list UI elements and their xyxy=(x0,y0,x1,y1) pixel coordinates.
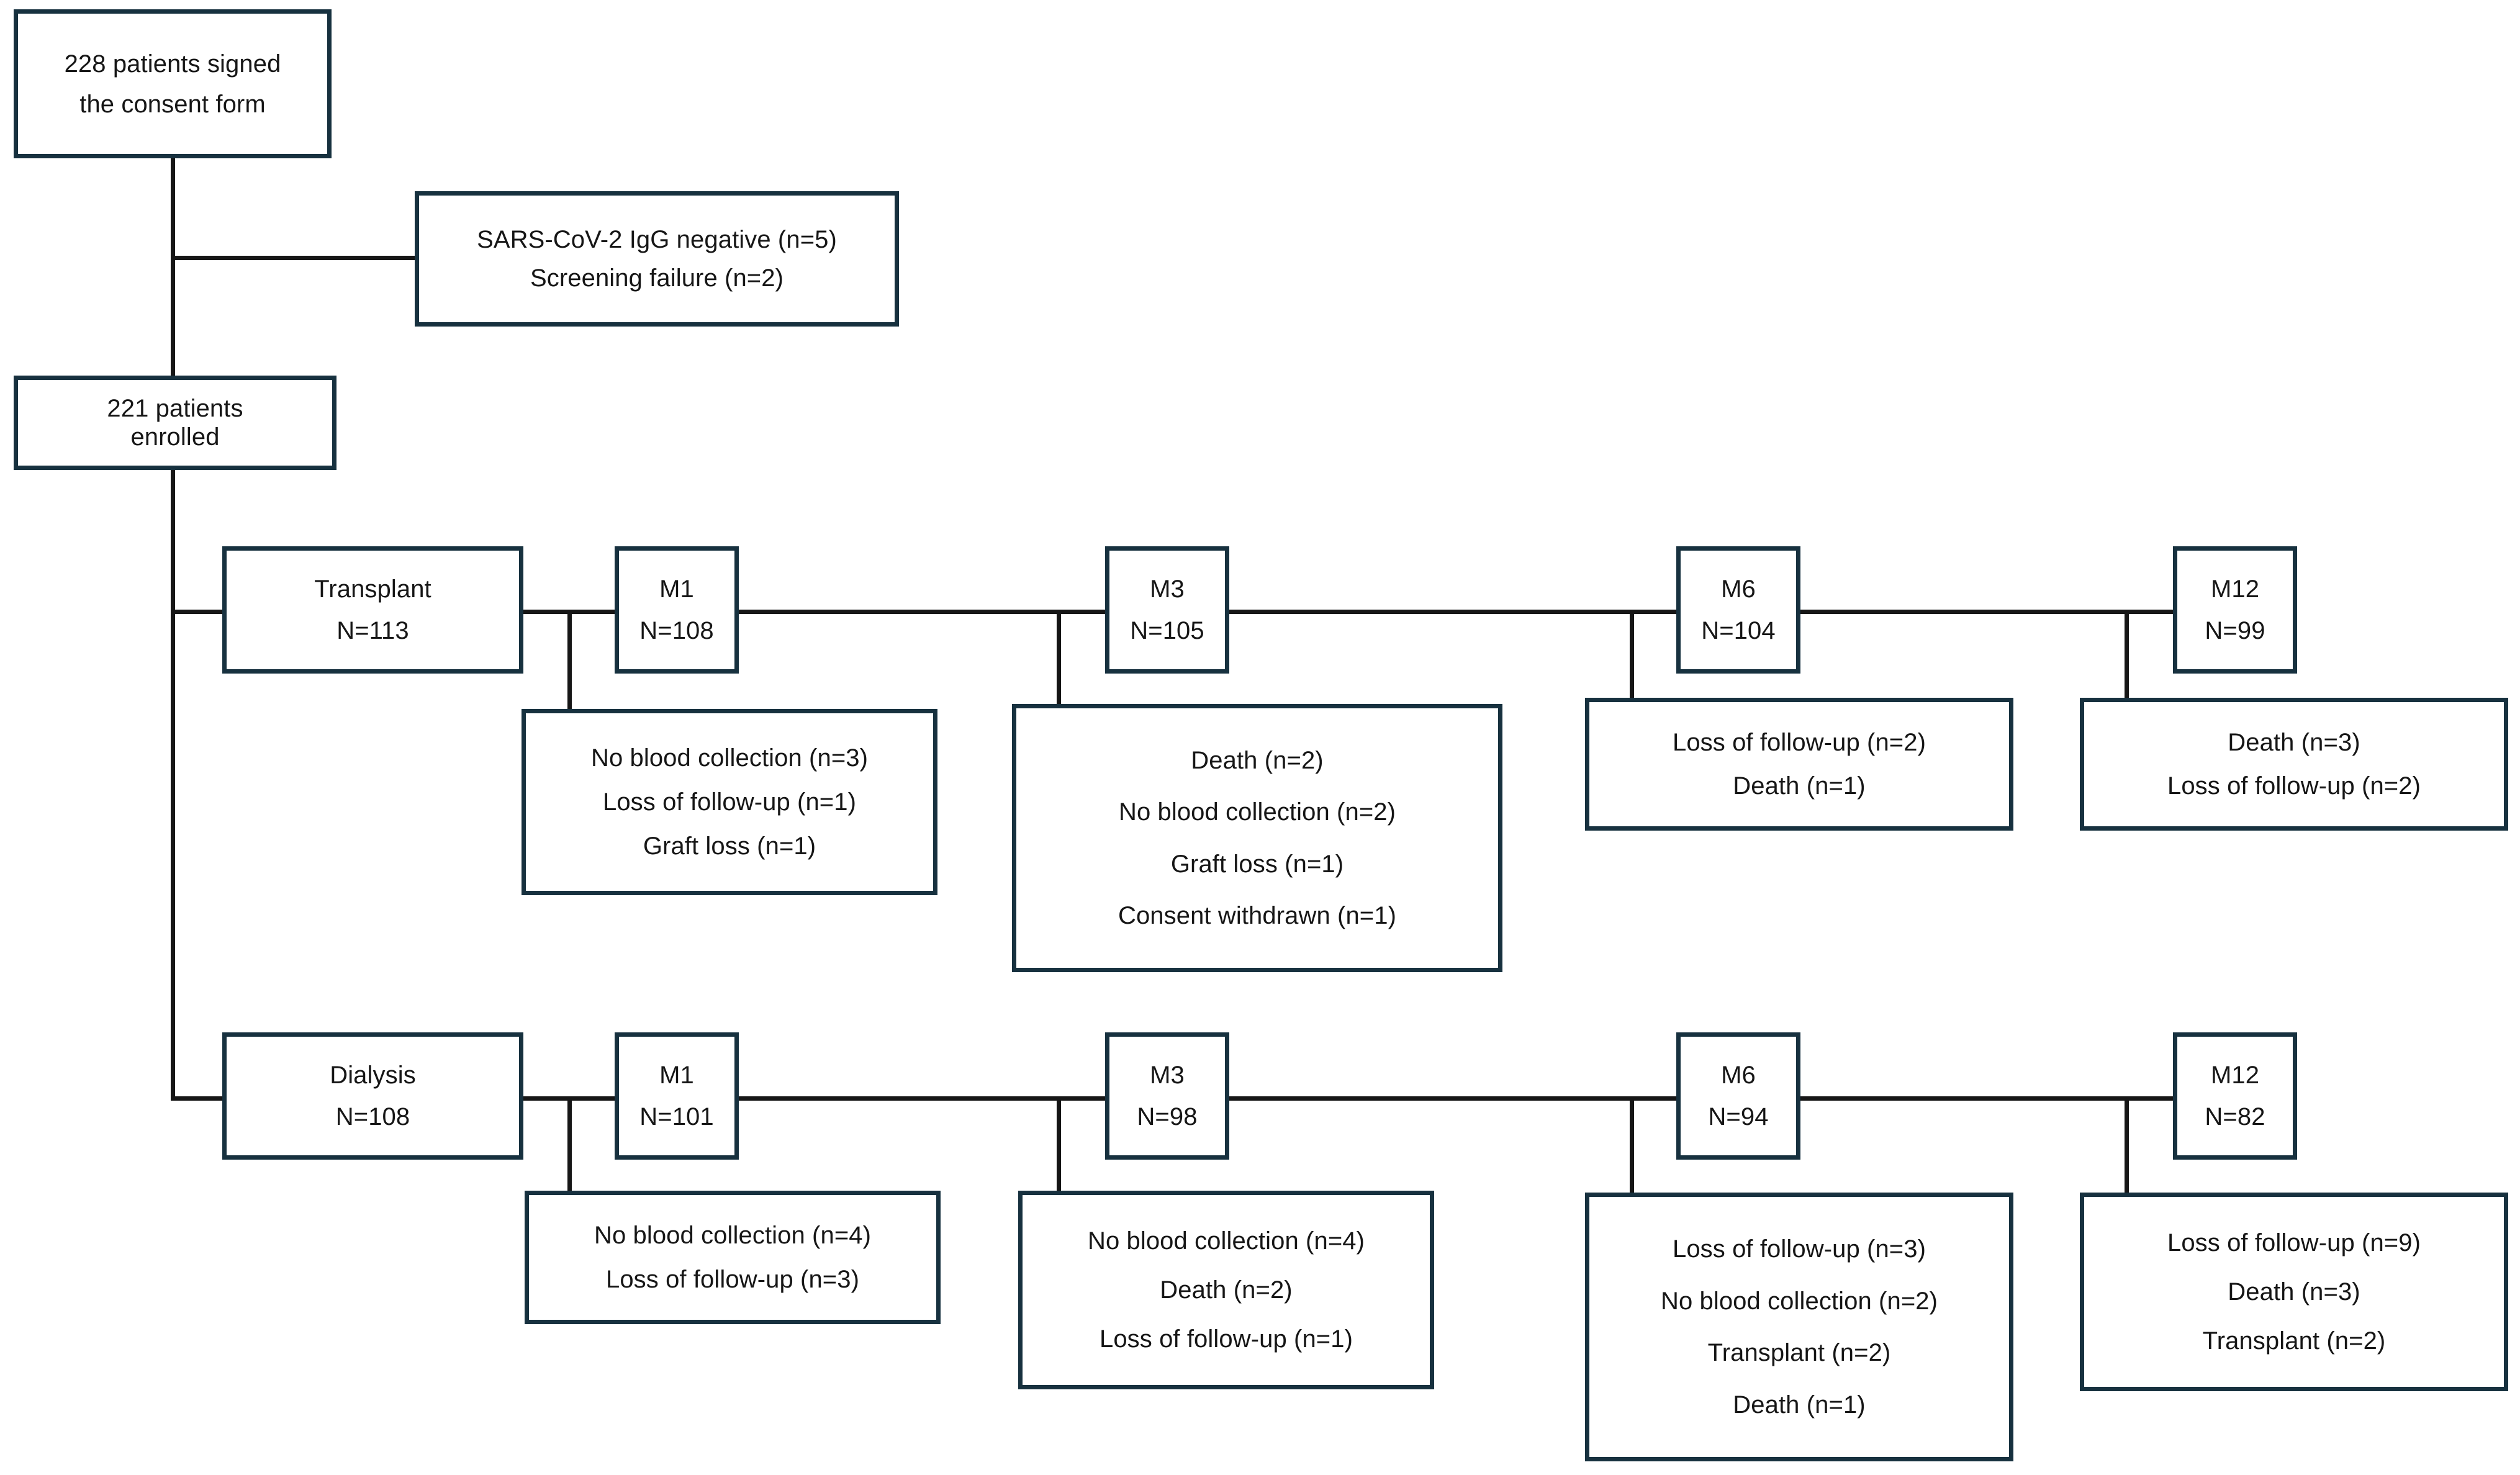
node-dialysis-m1-dropouts[interactable]: No blood collection (n=4) Loss of follow… xyxy=(525,1191,941,1324)
connector-transplant-m6-dropout xyxy=(1630,610,1634,698)
node-transplant-m6-label: M6 xyxy=(1721,575,1756,603)
dropout-line: No blood collection (n=2) xyxy=(1118,798,1396,826)
connector-transplant-m1-dropout xyxy=(567,610,572,709)
node-transplant-m3-label: M3 xyxy=(1150,575,1185,603)
node-exclusions-line-2: Screening failure (n=2) xyxy=(530,264,784,292)
node-dialysis-m12[interactable]: M12 N=82 xyxy=(2173,1032,2297,1160)
connector-dialysis-m6-to-m12 xyxy=(1797,1096,2176,1101)
node-transplant-arm-label: Transplant xyxy=(314,575,431,603)
node-transplant-m1[interactable]: M1 N=108 xyxy=(615,546,739,674)
node-dialysis-m3-dropouts[interactable]: No blood collection (n=4) Death (n=2) Lo… xyxy=(1018,1191,1434,1389)
node-transplant-m3-count: N=105 xyxy=(1130,617,1204,645)
node-dialysis-arm-count: N=108 xyxy=(335,1103,410,1131)
node-transplant-arm-count: N=113 xyxy=(336,617,409,645)
node-dialysis-m6[interactable]: M6 N=94 xyxy=(1676,1032,1800,1160)
node-dialysis-m1[interactable]: M1 N=101 xyxy=(615,1032,739,1160)
node-consent[interactable]: 228 patients signed the consent form xyxy=(14,9,332,158)
dropout-line: No blood collection (n=3) xyxy=(590,744,869,772)
connector-main-trunk xyxy=(171,469,175,1101)
node-transplant-m3-dropouts[interactable]: Death (n=2) No blood collection (n=2) Gr… xyxy=(1012,704,1502,972)
connector-dialysis-m1-to-m3 xyxy=(736,1096,1108,1101)
connector-dialysis-m1-dropout xyxy=(567,1096,572,1191)
node-dialysis-m1-label: M1 xyxy=(659,1061,694,1089)
dropout-line: Death (n=3) xyxy=(2228,729,2360,756)
connector-trunk-to-dialysis xyxy=(171,1096,227,1101)
dropout-line: Death (n=1) xyxy=(1733,772,1866,800)
dropout-line: Loss of follow-up (n=1) xyxy=(602,788,857,816)
node-dialysis-arm-label: Dialysis xyxy=(330,1061,416,1089)
connector-transplant-m1-to-m3 xyxy=(736,610,1108,614)
node-dialysis-m3-count: N=98 xyxy=(1137,1103,1198,1131)
connector-dialysis-m6-dropout xyxy=(1630,1096,1634,1193)
node-transplant-m6[interactable]: M6 N=104 xyxy=(1676,546,1800,674)
node-transplant-m12[interactable]: M12 N=99 xyxy=(2173,546,2297,674)
node-dialysis-m3[interactable]: M3 N=98 xyxy=(1105,1032,1229,1160)
connector-consent-to-enrolled xyxy=(171,156,175,379)
node-transplant-m12-label: M12 xyxy=(2210,575,2260,603)
node-transplant-m6-count: N=104 xyxy=(1701,617,1776,645)
connector-dialysis-m3-to-m6 xyxy=(1226,1096,1679,1101)
dropout-line: Death (n=3) xyxy=(2228,1278,2360,1306)
node-dialysis-m12-label: M12 xyxy=(2210,1061,2260,1089)
dropout-line: Loss of follow-up (n=3) xyxy=(1672,1235,1926,1263)
dropout-line: No blood collection (n=2) xyxy=(1660,1287,1938,1315)
node-exclusions-line-1: SARS-CoV-2 IgG negative (n=5) xyxy=(477,226,837,253)
connector-transplant-m3-dropout xyxy=(1057,610,1061,704)
node-dialysis-arm[interactable]: Dialysis N=108 xyxy=(222,1032,523,1160)
dropout-line: Loss of follow-up (n=2) xyxy=(1672,729,1926,756)
node-dialysis-m1-count: N=101 xyxy=(639,1103,714,1131)
node-transplant-m1-label: M1 xyxy=(659,575,694,603)
node-dialysis-m6-label: M6 xyxy=(1721,1061,1756,1089)
node-dialysis-m12-dropouts[interactable]: Loss of follow-up (n=9) Death (n=3) Tran… xyxy=(2080,1193,2508,1391)
dropout-line: Transplant (n=2) xyxy=(2202,1327,2386,1355)
dropout-line: Death (n=2) xyxy=(1160,1276,1293,1304)
node-exclusions[interactable]: SARS-CoV-2 IgG negative (n=5) Screening … xyxy=(415,191,899,327)
dropout-line: Death (n=2) xyxy=(1191,746,1324,774)
node-enrolled[interactable]: 221 patients enrolled xyxy=(14,376,336,470)
dropout-line: Consent withdrawn (n=1) xyxy=(1118,902,1397,930)
node-transplant-m1-count: N=108 xyxy=(639,617,714,645)
node-consent-line-2: the consent form xyxy=(79,90,266,118)
dropout-line: Loss of follow-up (n=9) xyxy=(2167,1229,2421,1256)
connector-transplant-m3-to-m6 xyxy=(1226,610,1679,614)
connector-transplant-m6-to-m12 xyxy=(1797,610,2176,614)
dropout-line: Loss of follow-up (n=2) xyxy=(2167,772,2421,800)
dropout-line: Graft loss (n=1) xyxy=(643,832,816,860)
connector-trunk-to-transplant xyxy=(171,610,227,614)
dropout-line: Death (n=1) xyxy=(1733,1391,1866,1419)
dropout-line: Transplant (n=2) xyxy=(1707,1339,1891,1367)
node-dialysis-m3-label: M3 xyxy=(1150,1061,1185,1089)
node-transplant-m1-dropouts[interactable]: No blood collection (n=3) Loss of follow… xyxy=(522,709,937,895)
node-transplant-m6-dropouts[interactable]: Loss of follow-up (n=2) Death (n=1) xyxy=(1585,698,2013,831)
node-dialysis-m6-dropouts[interactable]: Loss of follow-up (n=3) No blood collect… xyxy=(1585,1193,2013,1461)
node-transplant-m12-dropouts[interactable]: Death (n=3) Loss of follow-up (n=2) xyxy=(2080,698,2508,831)
node-dialysis-m6-count: N=94 xyxy=(1708,1103,1769,1131)
node-consent-line-1: 228 patients signed xyxy=(64,50,281,78)
node-transplant-m12-count: N=99 xyxy=(2205,617,2265,645)
dropout-line: No blood collection (n=4) xyxy=(594,1222,872,1250)
connector-transplant-m12-dropout xyxy=(2125,610,2129,698)
node-enrolled-label: 221 patients enrolled xyxy=(107,395,243,451)
node-transplant-m3[interactable]: M3 N=105 xyxy=(1105,546,1229,674)
dropout-line: Loss of follow-up (n=1) xyxy=(1099,1325,1353,1353)
dropout-line: Graft loss (n=1) xyxy=(1170,850,1344,878)
dropout-line: No blood collection (n=4) xyxy=(1087,1227,1365,1255)
node-dialysis-m12-count: N=82 xyxy=(2205,1103,2265,1131)
node-transplant-arm[interactable]: Transplant N=113 xyxy=(222,546,523,674)
dropout-line: Loss of follow-up (n=3) xyxy=(605,1265,860,1293)
connector-dialysis-m3-dropout xyxy=(1057,1096,1061,1191)
connector-enrolled-to-exclusions xyxy=(171,256,419,260)
connector-dialysis-m12-dropout xyxy=(2125,1096,2129,1193)
